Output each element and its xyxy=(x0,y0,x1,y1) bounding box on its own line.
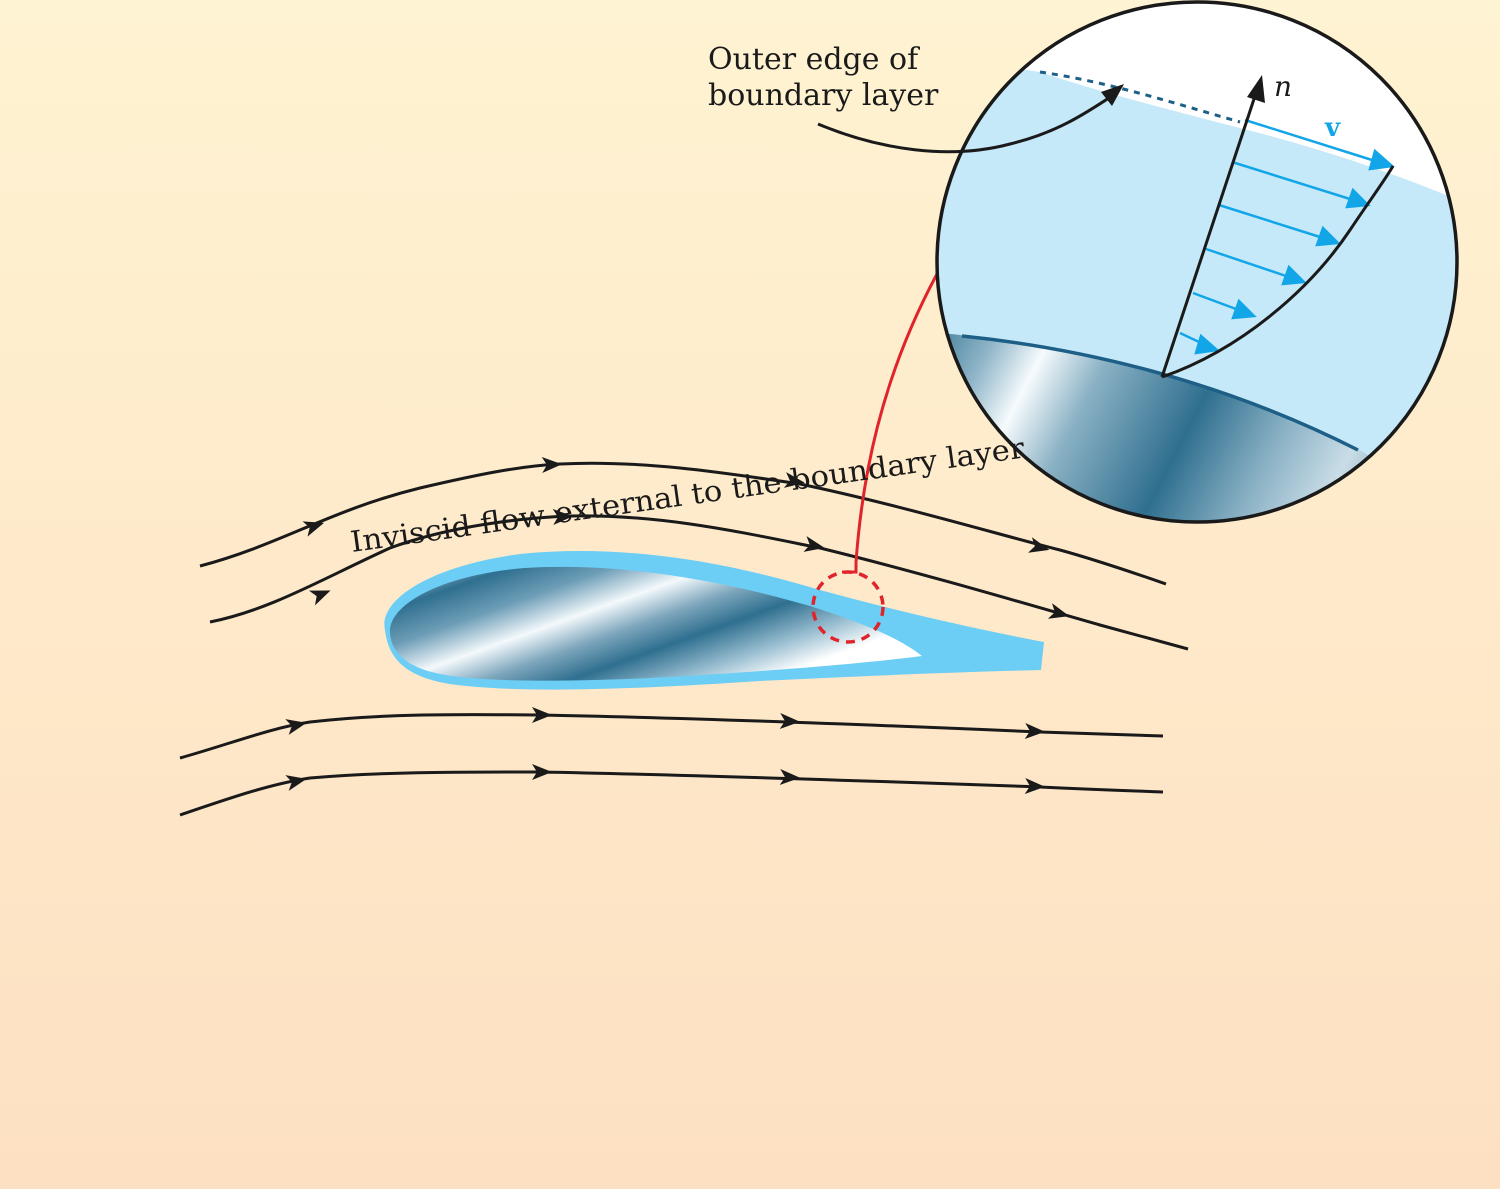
velocity-vector xyxy=(1231,160,1351,201)
outer-edge-pointer xyxy=(817,94,1113,154)
velocity-vector xyxy=(1244,118,1373,162)
velocity-arrow-icon xyxy=(1345,187,1371,209)
velocity-vector xyxy=(1205,247,1287,278)
velocity-label: v xyxy=(1324,113,1341,143)
surface-edge-line xyxy=(961,334,1359,452)
arrow-icon xyxy=(532,707,552,723)
velocity-vector xyxy=(1218,203,1321,239)
streamline-arrowheads xyxy=(285,457,1070,794)
streamline-upper-2 xyxy=(209,514,1189,651)
normal-axis-arrow-icon xyxy=(1247,75,1265,103)
magnifier-view xyxy=(935,0,1459,524)
arrow-icon xyxy=(302,521,325,537)
arrow-icon xyxy=(779,713,800,729)
velocity-vector xyxy=(1192,291,1237,311)
arrow-icon xyxy=(1024,778,1045,794)
arrow-icon xyxy=(1047,603,1070,619)
outer-edge-label-line2: boundary layer xyxy=(708,78,939,113)
velocity-arrow-icon xyxy=(1281,264,1307,286)
arrow-icon xyxy=(779,769,800,785)
outer-edge-dotted-line xyxy=(1039,70,1241,124)
velocity-arrow-icon xyxy=(1368,148,1395,171)
arrow-icon xyxy=(552,509,573,525)
arrow-icon xyxy=(803,536,825,552)
arrow-icon xyxy=(783,472,805,488)
streamline-upper-1 xyxy=(199,461,1167,586)
airfoil-body xyxy=(389,566,922,681)
arrow-icon xyxy=(285,719,307,735)
magnifier-circle xyxy=(935,0,1459,524)
velocity-arrow-icon xyxy=(1315,225,1341,247)
arrow-icon xyxy=(541,457,562,473)
arrow-icon xyxy=(285,775,307,791)
velocity-arrow-icon xyxy=(1231,298,1257,320)
arrow-icon xyxy=(309,590,331,606)
arrow-icon xyxy=(532,764,552,780)
callout-line xyxy=(842,273,939,574)
velocity-vector xyxy=(1179,331,1200,344)
airfoil xyxy=(384,551,1044,690)
outside-boundary-layer-region xyxy=(937,2,1457,205)
velocity-profile-curve xyxy=(1161,165,1395,379)
normal-axis-line xyxy=(1160,95,1257,378)
velocity-profile xyxy=(1160,75,1395,379)
arrow-icon xyxy=(1028,537,1050,553)
upper-streamlines xyxy=(199,461,1189,651)
velocity-arrow-icon xyxy=(1194,333,1220,355)
pointer-arrow-icon xyxy=(1101,84,1124,106)
arrow-icon xyxy=(1024,723,1045,739)
outer-edge-label-line1: Outer edge of xyxy=(708,42,920,77)
normal-axis-label: n xyxy=(1274,70,1292,103)
